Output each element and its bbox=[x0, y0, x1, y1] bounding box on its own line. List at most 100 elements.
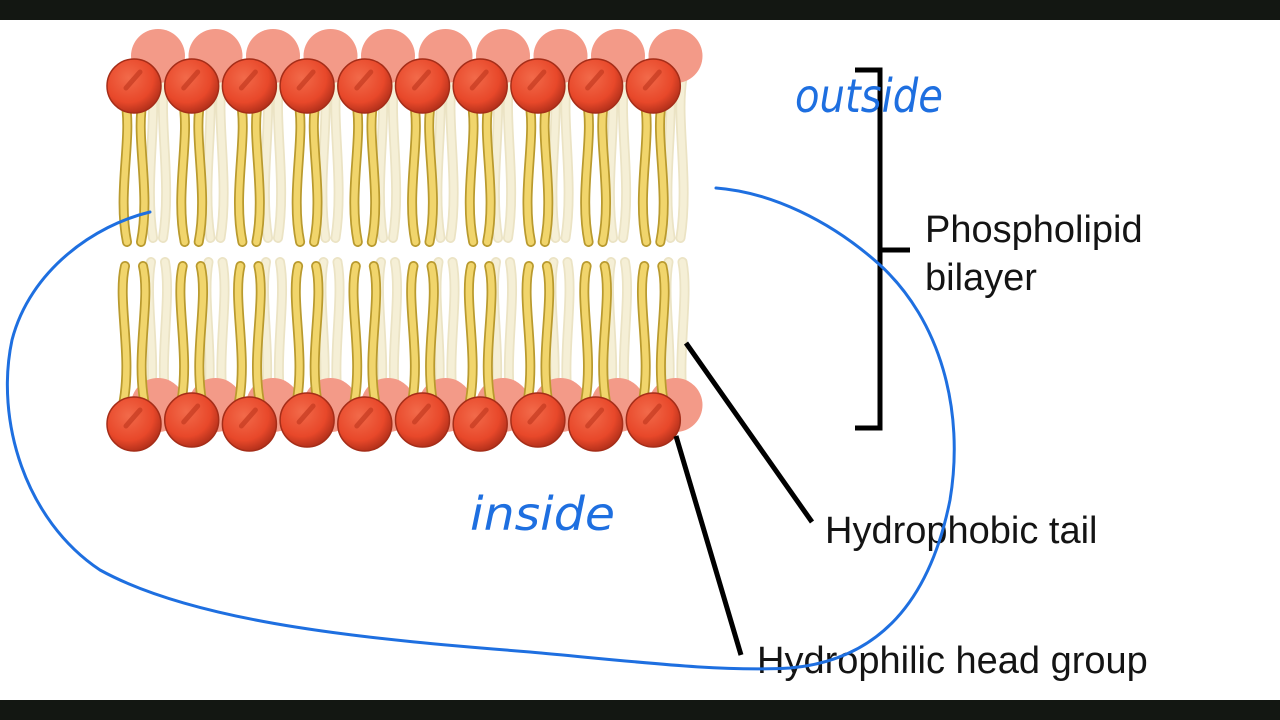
bottom-head bbox=[394, 392, 451, 448]
head-highlight bbox=[527, 403, 547, 425]
tail-fill bbox=[138, 262, 149, 409]
tail-fill bbox=[119, 262, 130, 409]
head-pointer-line bbox=[673, 435, 744, 656]
tail-fill bbox=[425, 96, 437, 246]
inside-annotation: inside bbox=[470, 487, 615, 541]
tail-fill bbox=[195, 96, 206, 246]
tail-label: Hydrophobic tail bbox=[825, 510, 1097, 552]
head-highlight bbox=[585, 69, 605, 91]
head-highlight bbox=[238, 69, 258, 91]
tail-fill bbox=[351, 96, 362, 246]
bottom-head bbox=[279, 392, 335, 448]
top-head bbox=[567, 58, 624, 114]
top-head bbox=[221, 58, 278, 114]
tail-fill bbox=[350, 262, 361, 409]
head-highlight bbox=[527, 69, 547, 91]
tail-fill bbox=[484, 262, 495, 409]
head-highlight bbox=[469, 69, 489, 91]
tail-fill bbox=[562, 74, 572, 242]
tail-fill bbox=[523, 262, 534, 409]
tail-fill bbox=[581, 96, 593, 246]
tail-fill bbox=[677, 74, 687, 242]
tail-fill bbox=[177, 262, 188, 409]
tail-fill bbox=[178, 96, 189, 246]
tail-fill bbox=[217, 74, 227, 242]
tail-fill bbox=[252, 96, 264, 246]
bottom-head bbox=[510, 392, 566, 448]
inside-loop-stroke bbox=[5, 186, 956, 671]
tail-fill bbox=[368, 96, 379, 246]
tail-fill bbox=[639, 96, 650, 246]
bottom-head bbox=[567, 396, 624, 452]
head-highlight bbox=[296, 403, 316, 425]
tail-fill bbox=[619, 74, 630, 242]
front-head-layer bbox=[106, 58, 682, 452]
tail-fill bbox=[447, 74, 457, 242]
bottom-head bbox=[221, 396, 278, 452]
tail-fill bbox=[599, 96, 610, 246]
top-head bbox=[452, 58, 508, 114]
bottom-head bbox=[625, 392, 682, 448]
tail-fill bbox=[541, 96, 552, 246]
head-highlight bbox=[296, 69, 316, 91]
tail-fill bbox=[196, 262, 207, 409]
tail-fill bbox=[638, 262, 649, 409]
head-highlight bbox=[354, 69, 374, 91]
canvas-background bbox=[0, 20, 1280, 700]
tail-fill bbox=[332, 74, 342, 242]
bilayer-bracket bbox=[855, 67, 910, 431]
head-highlight bbox=[642, 69, 662, 91]
top-head bbox=[337, 58, 393, 114]
tail-fill bbox=[234, 262, 246, 409]
top-head bbox=[163, 58, 220, 114]
head-label: Hydrophilic head group bbox=[757, 640, 1148, 682]
head-highlight bbox=[181, 403, 201, 425]
tail-fill bbox=[159, 74, 170, 242]
tail-fill bbox=[311, 262, 322, 409]
tail-fill bbox=[389, 74, 400, 242]
bottom-head bbox=[163, 392, 220, 448]
head-highlight bbox=[238, 407, 258, 429]
head-highlight bbox=[642, 403, 662, 425]
tail-fill bbox=[599, 262, 611, 409]
tail-fill bbox=[293, 96, 304, 246]
tail-fill bbox=[504, 74, 515, 242]
tail-fill bbox=[253, 262, 264, 409]
tail-fill bbox=[656, 96, 667, 246]
tail-fill bbox=[408, 96, 420, 246]
tail-fill bbox=[407, 262, 419, 409]
tail-fill bbox=[369, 262, 380, 409]
head-highlight bbox=[585, 407, 605, 429]
tail-fill bbox=[465, 262, 476, 409]
top-head bbox=[394, 58, 451, 114]
tail-fill bbox=[310, 96, 321, 246]
tail-fill bbox=[292, 262, 303, 409]
head-highlight bbox=[469, 407, 489, 429]
top-head bbox=[106, 58, 162, 114]
tail-fill bbox=[274, 74, 285, 242]
bottom-head bbox=[337, 396, 393, 452]
tail-fill bbox=[466, 96, 477, 246]
head-highlight bbox=[412, 69, 431, 91]
head-highlight bbox=[123, 69, 143, 91]
head-highlight bbox=[354, 407, 374, 429]
tail-fill bbox=[120, 96, 131, 246]
tail-fill bbox=[581, 262, 592, 409]
bottom-head bbox=[106, 396, 162, 452]
tail-fill bbox=[137, 96, 148, 246]
tail-fill bbox=[524, 96, 535, 246]
tail-fill bbox=[542, 262, 553, 409]
outside-annotation: outside bbox=[795, 69, 943, 123]
front-tail-layer bbox=[117, 95, 670, 410]
top-head bbox=[279, 58, 335, 114]
head-highlight bbox=[181, 69, 201, 91]
head-highlight bbox=[412, 403, 431, 425]
top-head bbox=[510, 58, 566, 114]
tail-fill bbox=[483, 96, 494, 246]
bilayer-label-line1: Phospholipid bbox=[925, 209, 1143, 251]
tail-fill bbox=[657, 262, 668, 409]
tail-pointer-line bbox=[683, 341, 815, 524]
bottom-head bbox=[452, 396, 508, 452]
tail-fill bbox=[426, 262, 438, 409]
